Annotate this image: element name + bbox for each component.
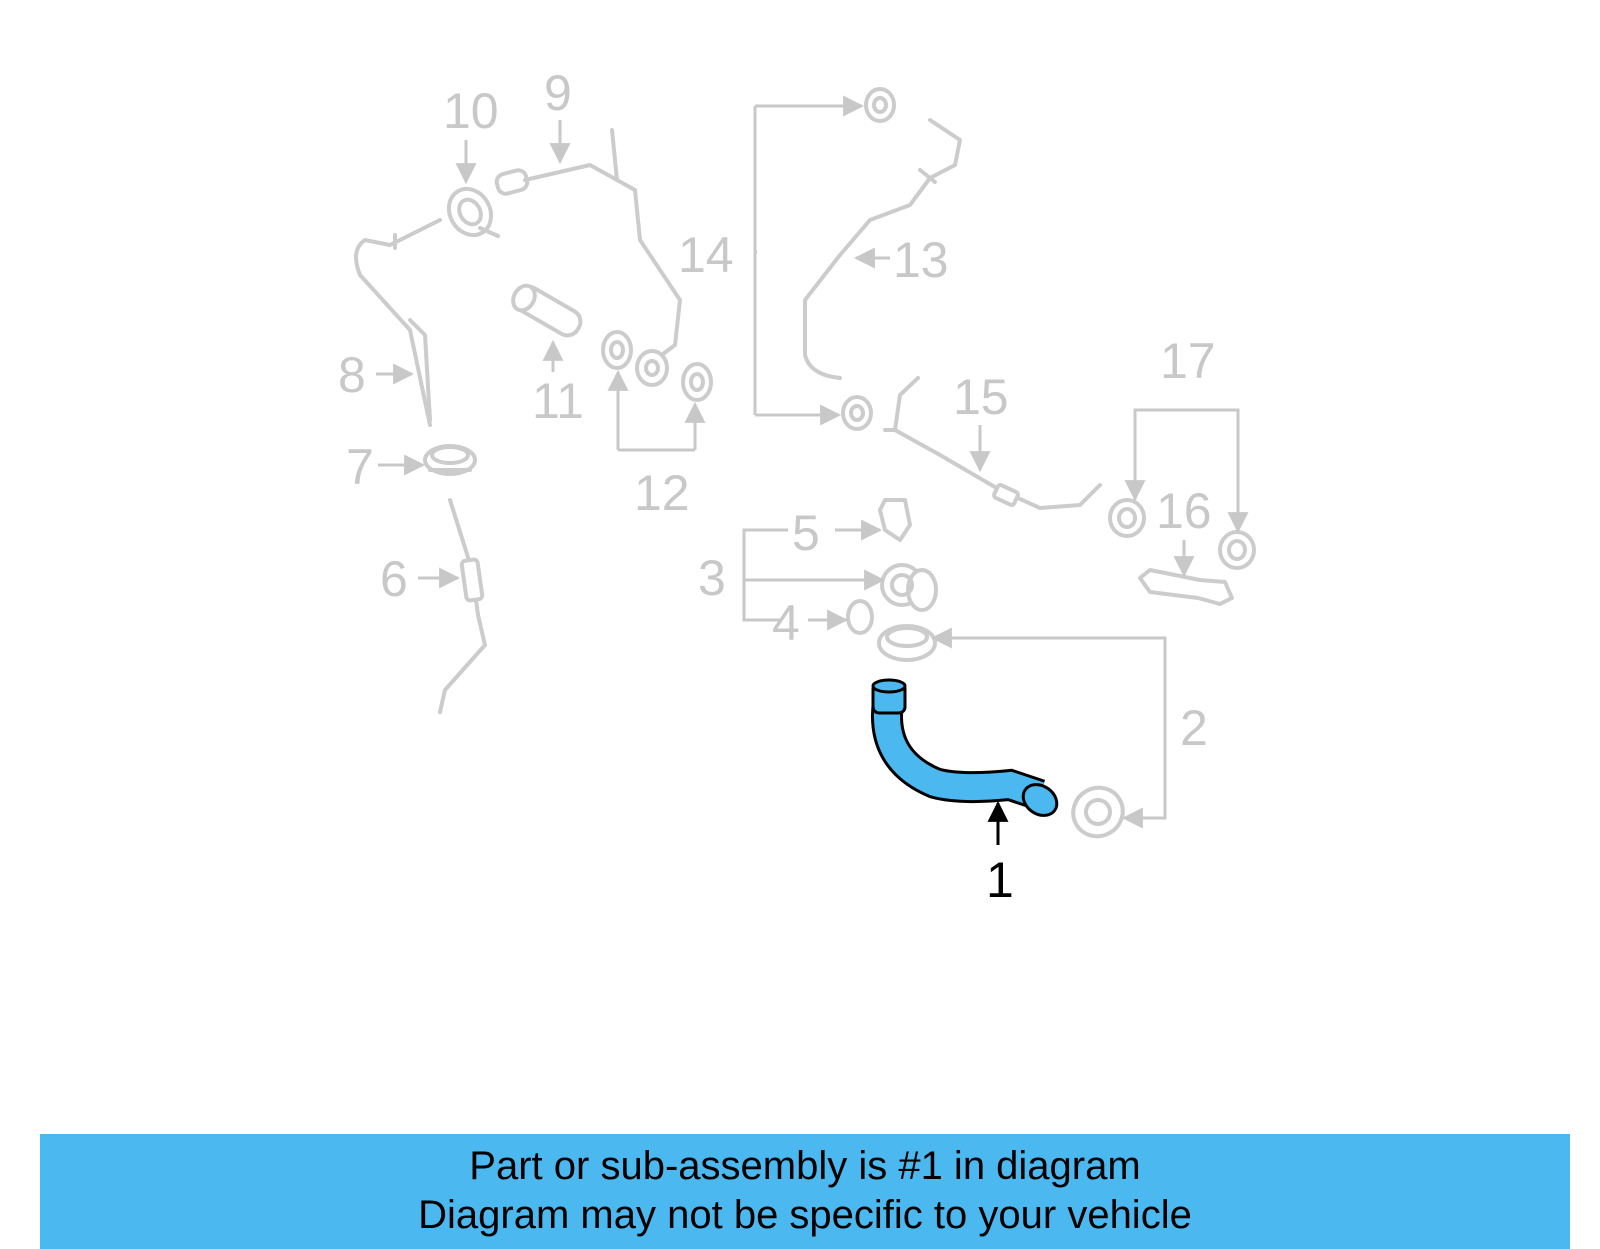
part-9-pipe bbox=[494, 128, 682, 387]
part-15-pipe bbox=[883, 376, 1102, 510]
part-13-pipe bbox=[803, 118, 962, 380]
banner-line-2: Diagram may not be specific to your vehi… bbox=[418, 1193, 1192, 1237]
callout-10: 10 bbox=[443, 83, 499, 139]
callout-5: 5 bbox=[792, 505, 820, 561]
part-2-clamps bbox=[877, 624, 1125, 839]
callout-11: 11 bbox=[532, 373, 584, 429]
callout-16: 16 bbox=[1156, 483, 1212, 539]
callout-1: 1 bbox=[986, 852, 1014, 908]
part-5-oring bbox=[878, 498, 912, 542]
part-6-pipe bbox=[438, 498, 487, 714]
callout-7: 7 bbox=[346, 439, 374, 495]
callout-13: 13 bbox=[893, 232, 949, 288]
part-7-clamp bbox=[423, 444, 477, 476]
callout-17: 17 bbox=[1160, 333, 1216, 389]
callout-8: 8 bbox=[338, 347, 366, 403]
callout-14: 14 bbox=[678, 227, 734, 283]
part-14-clamps bbox=[841, 87, 896, 431]
part-1-hose-fill bbox=[874, 700, 1045, 808]
callout-15: 15 bbox=[953, 369, 1009, 425]
part-1-hose-end-bottom bbox=[1021, 783, 1059, 817]
info-banner: Part or sub-assembly is #1 in diagram Di… bbox=[40, 1134, 1570, 1249]
part-12-washers bbox=[601, 330, 713, 402]
callout-4: 4 bbox=[772, 595, 800, 651]
callout-3: 3 bbox=[698, 550, 726, 606]
part-4-oring bbox=[846, 599, 874, 635]
part-11-hose bbox=[511, 283, 583, 338]
callout-6: 6 bbox=[380, 551, 408, 607]
part-3-housing bbox=[880, 563, 938, 612]
part-1-hose bbox=[871, 678, 1059, 817]
part-1-hose-end-top-rim bbox=[871, 678, 907, 694]
callout-9: 9 bbox=[544, 65, 572, 121]
callout-12: 12 bbox=[634, 465, 690, 521]
part-10-clamp bbox=[446, 186, 500, 238]
part-8-pipe bbox=[354, 218, 442, 427]
banner-line-1: Part or sub-assembly is #1 in diagram bbox=[469, 1144, 1141, 1188]
part-16-hose bbox=[1138, 568, 1234, 606]
callout-2: 2 bbox=[1180, 700, 1208, 756]
leader-lines bbox=[376, 95, 1249, 845]
callout-labels: 10 9 8 7 6 11 12 13 14 15 16 17 5 3 4 2 … bbox=[338, 65, 1216, 908]
